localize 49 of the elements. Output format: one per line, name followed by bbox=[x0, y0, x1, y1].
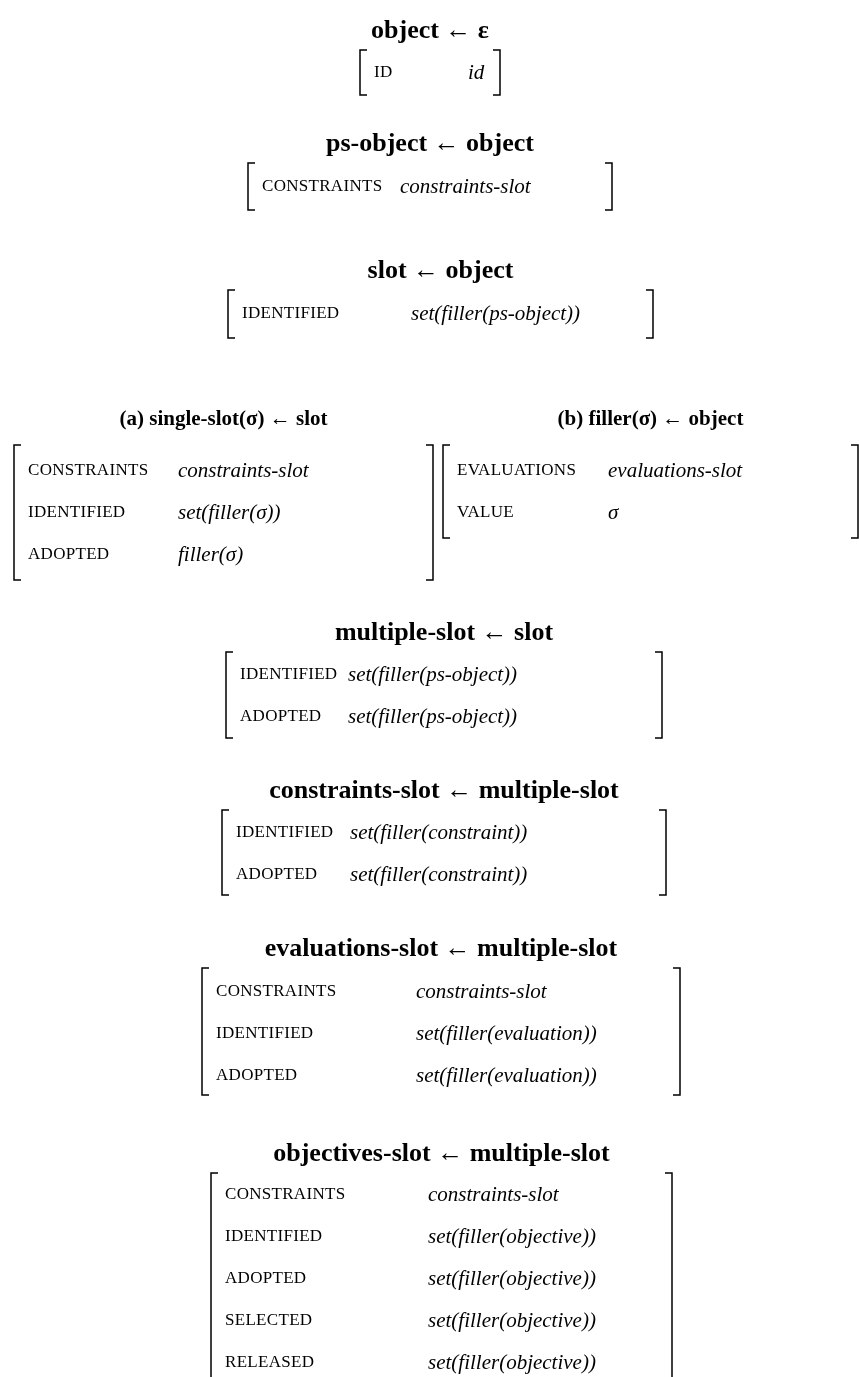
feature-name: IDENTIFIED bbox=[216, 1022, 314, 1044]
type-heading: (a) single-slot(σ) ← slot bbox=[118, 405, 329, 432]
feature-value: constraints-slot bbox=[400, 174, 531, 198]
feature-value: filler(σ) bbox=[178, 542, 244, 566]
feature-value: set(filler(constraint)) bbox=[350, 862, 528, 886]
feature-name: ADOPTED bbox=[240, 705, 322, 727]
type-heading: object ← ε bbox=[370, 15, 490, 45]
feature-name: VALUE bbox=[457, 501, 514, 523]
feature-name: IDENTIFIED bbox=[225, 1225, 323, 1247]
type-heading: constraints-slot ← multiple-slot bbox=[268, 775, 620, 805]
feature-value: constraints-slot bbox=[428, 1182, 559, 1206]
feature-name: IDENTIFIED bbox=[28, 501, 126, 523]
feature-value: constraints-slot bbox=[178, 458, 309, 482]
type-heading: objectives-slot ← multiple-slot bbox=[272, 1138, 611, 1168]
feature-value: set(filler(ps-object)) bbox=[348, 704, 518, 728]
feature-value: id bbox=[468, 60, 485, 84]
feature-value: constraints-slot bbox=[416, 979, 547, 1003]
feature-value: set(filler(evaluation)) bbox=[416, 1021, 597, 1045]
feature-value: set(filler(constraint)) bbox=[350, 820, 528, 844]
type-heading: ps-object ← object bbox=[325, 128, 535, 158]
feature-name: RELEASED bbox=[225, 1351, 315, 1373]
feature-value: set(filler(objective)) bbox=[428, 1350, 596, 1374]
feature-name: CONSTRAINTS bbox=[216, 980, 337, 1002]
feature-name: ADOPTED bbox=[28, 543, 110, 565]
feature-value: set(filler(σ)) bbox=[178, 500, 281, 524]
type-heading: evaluations-slot ← multiple-slot bbox=[263, 933, 619, 963]
type-heading: slot ← object bbox=[366, 255, 515, 285]
feature-name: ADOPTED bbox=[216, 1064, 298, 1086]
feature-name: SELECTED bbox=[225, 1309, 313, 1331]
feature-name: IDENTIFIED bbox=[236, 821, 334, 843]
feature-value: evaluations-slot bbox=[608, 458, 743, 482]
feature-value: set(filler(objective)) bbox=[428, 1266, 596, 1290]
feature-value: set(filler(ps-object)) bbox=[348, 662, 518, 686]
feature-value: set(filler(objective)) bbox=[428, 1308, 596, 1332]
feature-name: IDENTIFIED bbox=[242, 302, 340, 324]
feature-value: set(filler(ps-object)) bbox=[411, 301, 581, 325]
feature-name: IDENTIFIED bbox=[240, 663, 338, 685]
feature-name: CONSTRAINTS bbox=[262, 175, 383, 197]
feature-name: ADOPTED bbox=[225, 1267, 307, 1289]
feature-name: ID bbox=[374, 61, 393, 83]
feature-value: set(filler(evaluation)) bbox=[416, 1063, 597, 1087]
type-heading: (b) filler(σ) ← object bbox=[556, 405, 745, 432]
feature-name: CONSTRAINTS bbox=[28, 459, 149, 481]
type-heading: multiple-slot ← slot bbox=[333, 617, 555, 647]
feature-name: EVALUATIONS bbox=[457, 459, 577, 481]
feature-value: σ bbox=[608, 500, 619, 524]
feature-name: CONSTRAINTS bbox=[225, 1183, 346, 1205]
feature-value: set(filler(objective)) bbox=[428, 1224, 596, 1248]
feature-name: ADOPTED bbox=[236, 863, 318, 885]
